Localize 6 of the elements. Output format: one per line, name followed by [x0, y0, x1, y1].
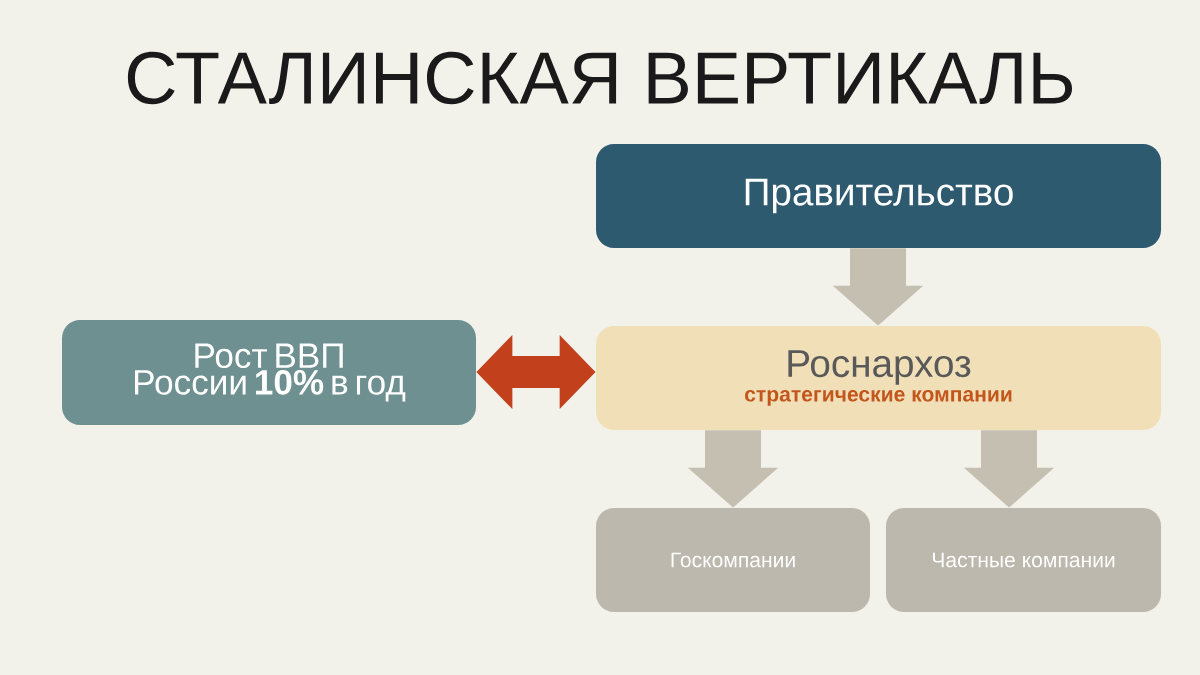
- agency-box: Роснархоз стратегические компании: [596, 326, 1161, 430]
- company-box: Госкомпании: [596, 508, 870, 612]
- company-box: Частные компании: [886, 508, 1161, 612]
- government-box: Правительство: [596, 144, 1161, 248]
- title: СТАЛИНСКАЯ ВЕРТИКАЛЬ: [127, 51, 1073, 105]
- goal-box: Рост ВВП России 10% в год: [62, 320, 476, 425]
